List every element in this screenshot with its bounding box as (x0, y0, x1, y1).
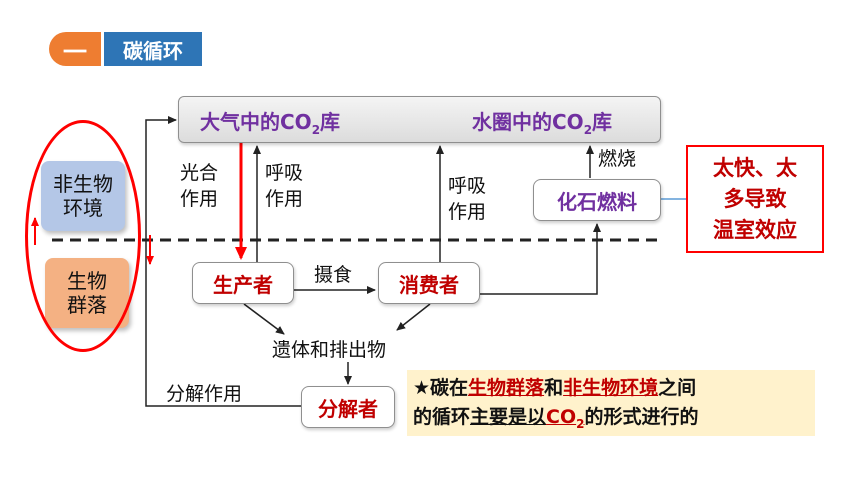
producer-respiration-label: 呼吸作用 (265, 162, 304, 210)
side-highlight-ellipse (25, 120, 141, 352)
consumer-node: 消费者 (378, 262, 480, 304)
ingestion-label: 摄食 (314, 264, 353, 286)
photosynthesis-label: 光合作用 (180, 162, 219, 210)
remains-label: 遗体和排出物 (272, 339, 387, 361)
combustion-label: 燃烧 (598, 148, 637, 170)
consumer-respiration-label: 呼吸作用 (448, 175, 487, 223)
hydrosphere-co2-pool: 水圈中的CO2库 (472, 110, 613, 137)
greenhouse-warning-box: 太快、太 多导致 温室效应 (686, 145, 824, 253)
section-title: 碳循环 (104, 32, 202, 66)
section-number-badge: 一 (49, 32, 101, 66)
decomposition-label: 分解作用 (166, 383, 243, 405)
consumer-to-fossil-arrow (480, 223, 601, 295)
atmosphere-co2-pool: 大气中的CO2库 (200, 110, 341, 137)
producer-node: 生产者 (192, 262, 294, 304)
co2-pool-box (178, 96, 661, 143)
summary-note: ★碳在生物群落和非生物环境之间 的循环主要是以CO2的形式进行的 (407, 370, 815, 436)
fossil-fuel-node: 化石燃料 (533, 179, 661, 221)
decomposer-node: 分解者 (301, 386, 395, 428)
